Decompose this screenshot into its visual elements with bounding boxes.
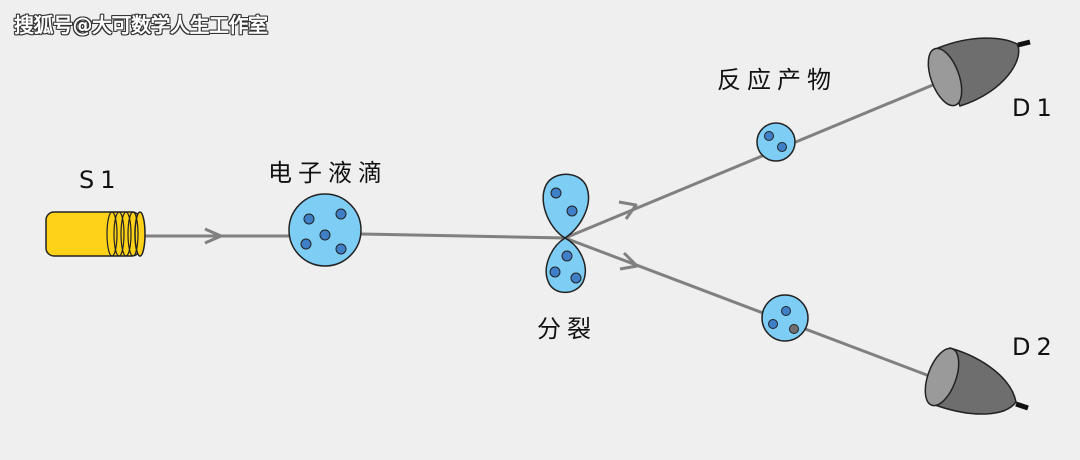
label-split: 分裂 — [537, 315, 597, 343]
label-products: 反应产物 — [717, 66, 837, 94]
label-droplet: 电子液滴 — [268, 159, 388, 187]
electron-dot — [561, 250, 573, 262]
electron-dot — [335, 243, 347, 255]
detector-d2 — [924, 347, 1029, 415]
electron-dot — [550, 187, 562, 199]
electron-dot — [300, 238, 312, 250]
label-detector2: D2 — [1012, 333, 1058, 361]
label-source: S1 — [79, 166, 122, 194]
electron-dot — [768, 319, 778, 329]
electron-dot — [781, 306, 791, 316]
electron-dot — [319, 229, 331, 241]
electron-dot — [570, 272, 582, 284]
arrow-lower — [619, 251, 639, 271]
beam-lower-branch — [564, 236, 941, 382]
source-cylinder — [45, 211, 146, 257]
electron-dot — [777, 142, 787, 152]
electron-droplet — [288, 193, 362, 267]
beam-droplet-to-split — [359, 232, 566, 240]
electron-dot — [764, 131, 774, 141]
electron-dot — [566, 205, 578, 217]
beam-upper-branch — [564, 80, 941, 240]
electron-dot — [303, 213, 315, 225]
label-detector1: D1 — [1012, 94, 1058, 122]
watermark-text: 搜狐号@大可数学人生工作室 — [14, 13, 268, 37]
electron-dot — [335, 208, 347, 220]
arrow-upper — [618, 200, 638, 220]
gray-dot — [789, 324, 799, 334]
arrow-source — [204, 227, 223, 245]
product-droplet-lower — [761, 294, 809, 342]
product-droplet-upper — [756, 122, 796, 162]
splitting-droplet — [542, 173, 590, 294]
electron-dot — [549, 266, 561, 278]
detector-d1 — [927, 37, 1031, 107]
